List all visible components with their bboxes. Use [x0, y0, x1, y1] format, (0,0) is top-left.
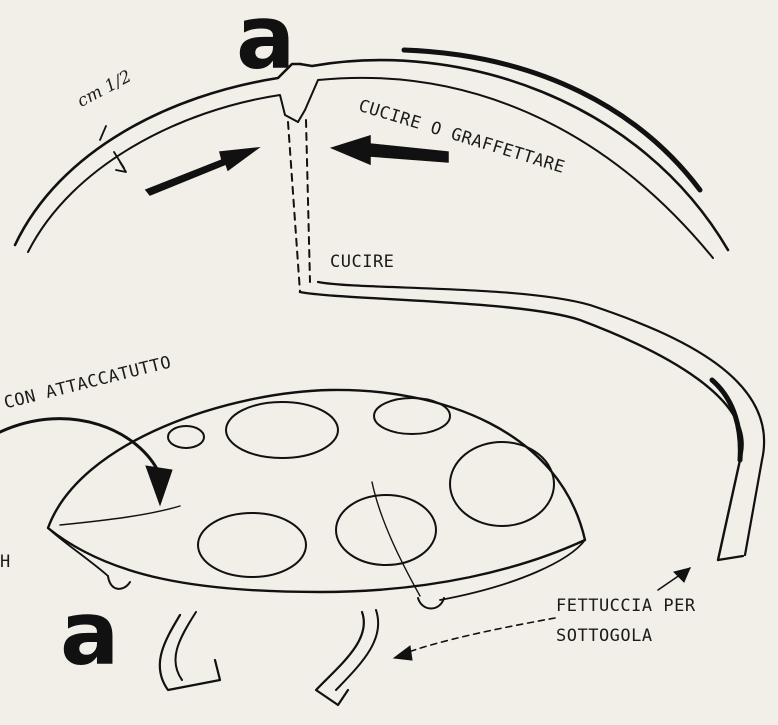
slit-dashed-seam [288, 120, 310, 292]
arrow-right-bold [332, 136, 448, 164]
ladybug-dome [48, 390, 585, 609]
arrow-glue-pointer [0, 419, 160, 475]
marker-a-top: a [236, 0, 295, 82]
arrowhead-glue [146, 466, 172, 505]
arrowhead-strap-bottom [394, 646, 412, 660]
label-sew: CUCIRE [330, 252, 394, 272]
dome-straps [160, 610, 378, 705]
label-strap-line2: SOTTOGOLA [556, 626, 653, 646]
arrow-left-bold [146, 148, 258, 195]
label-strap-line1: FETTUCCIA PER [556, 596, 696, 616]
marker-a-bottom: a [60, 590, 119, 678]
label-cut-off-letter: H [0, 552, 11, 572]
arrowhead-strap-top [674, 568, 690, 582]
